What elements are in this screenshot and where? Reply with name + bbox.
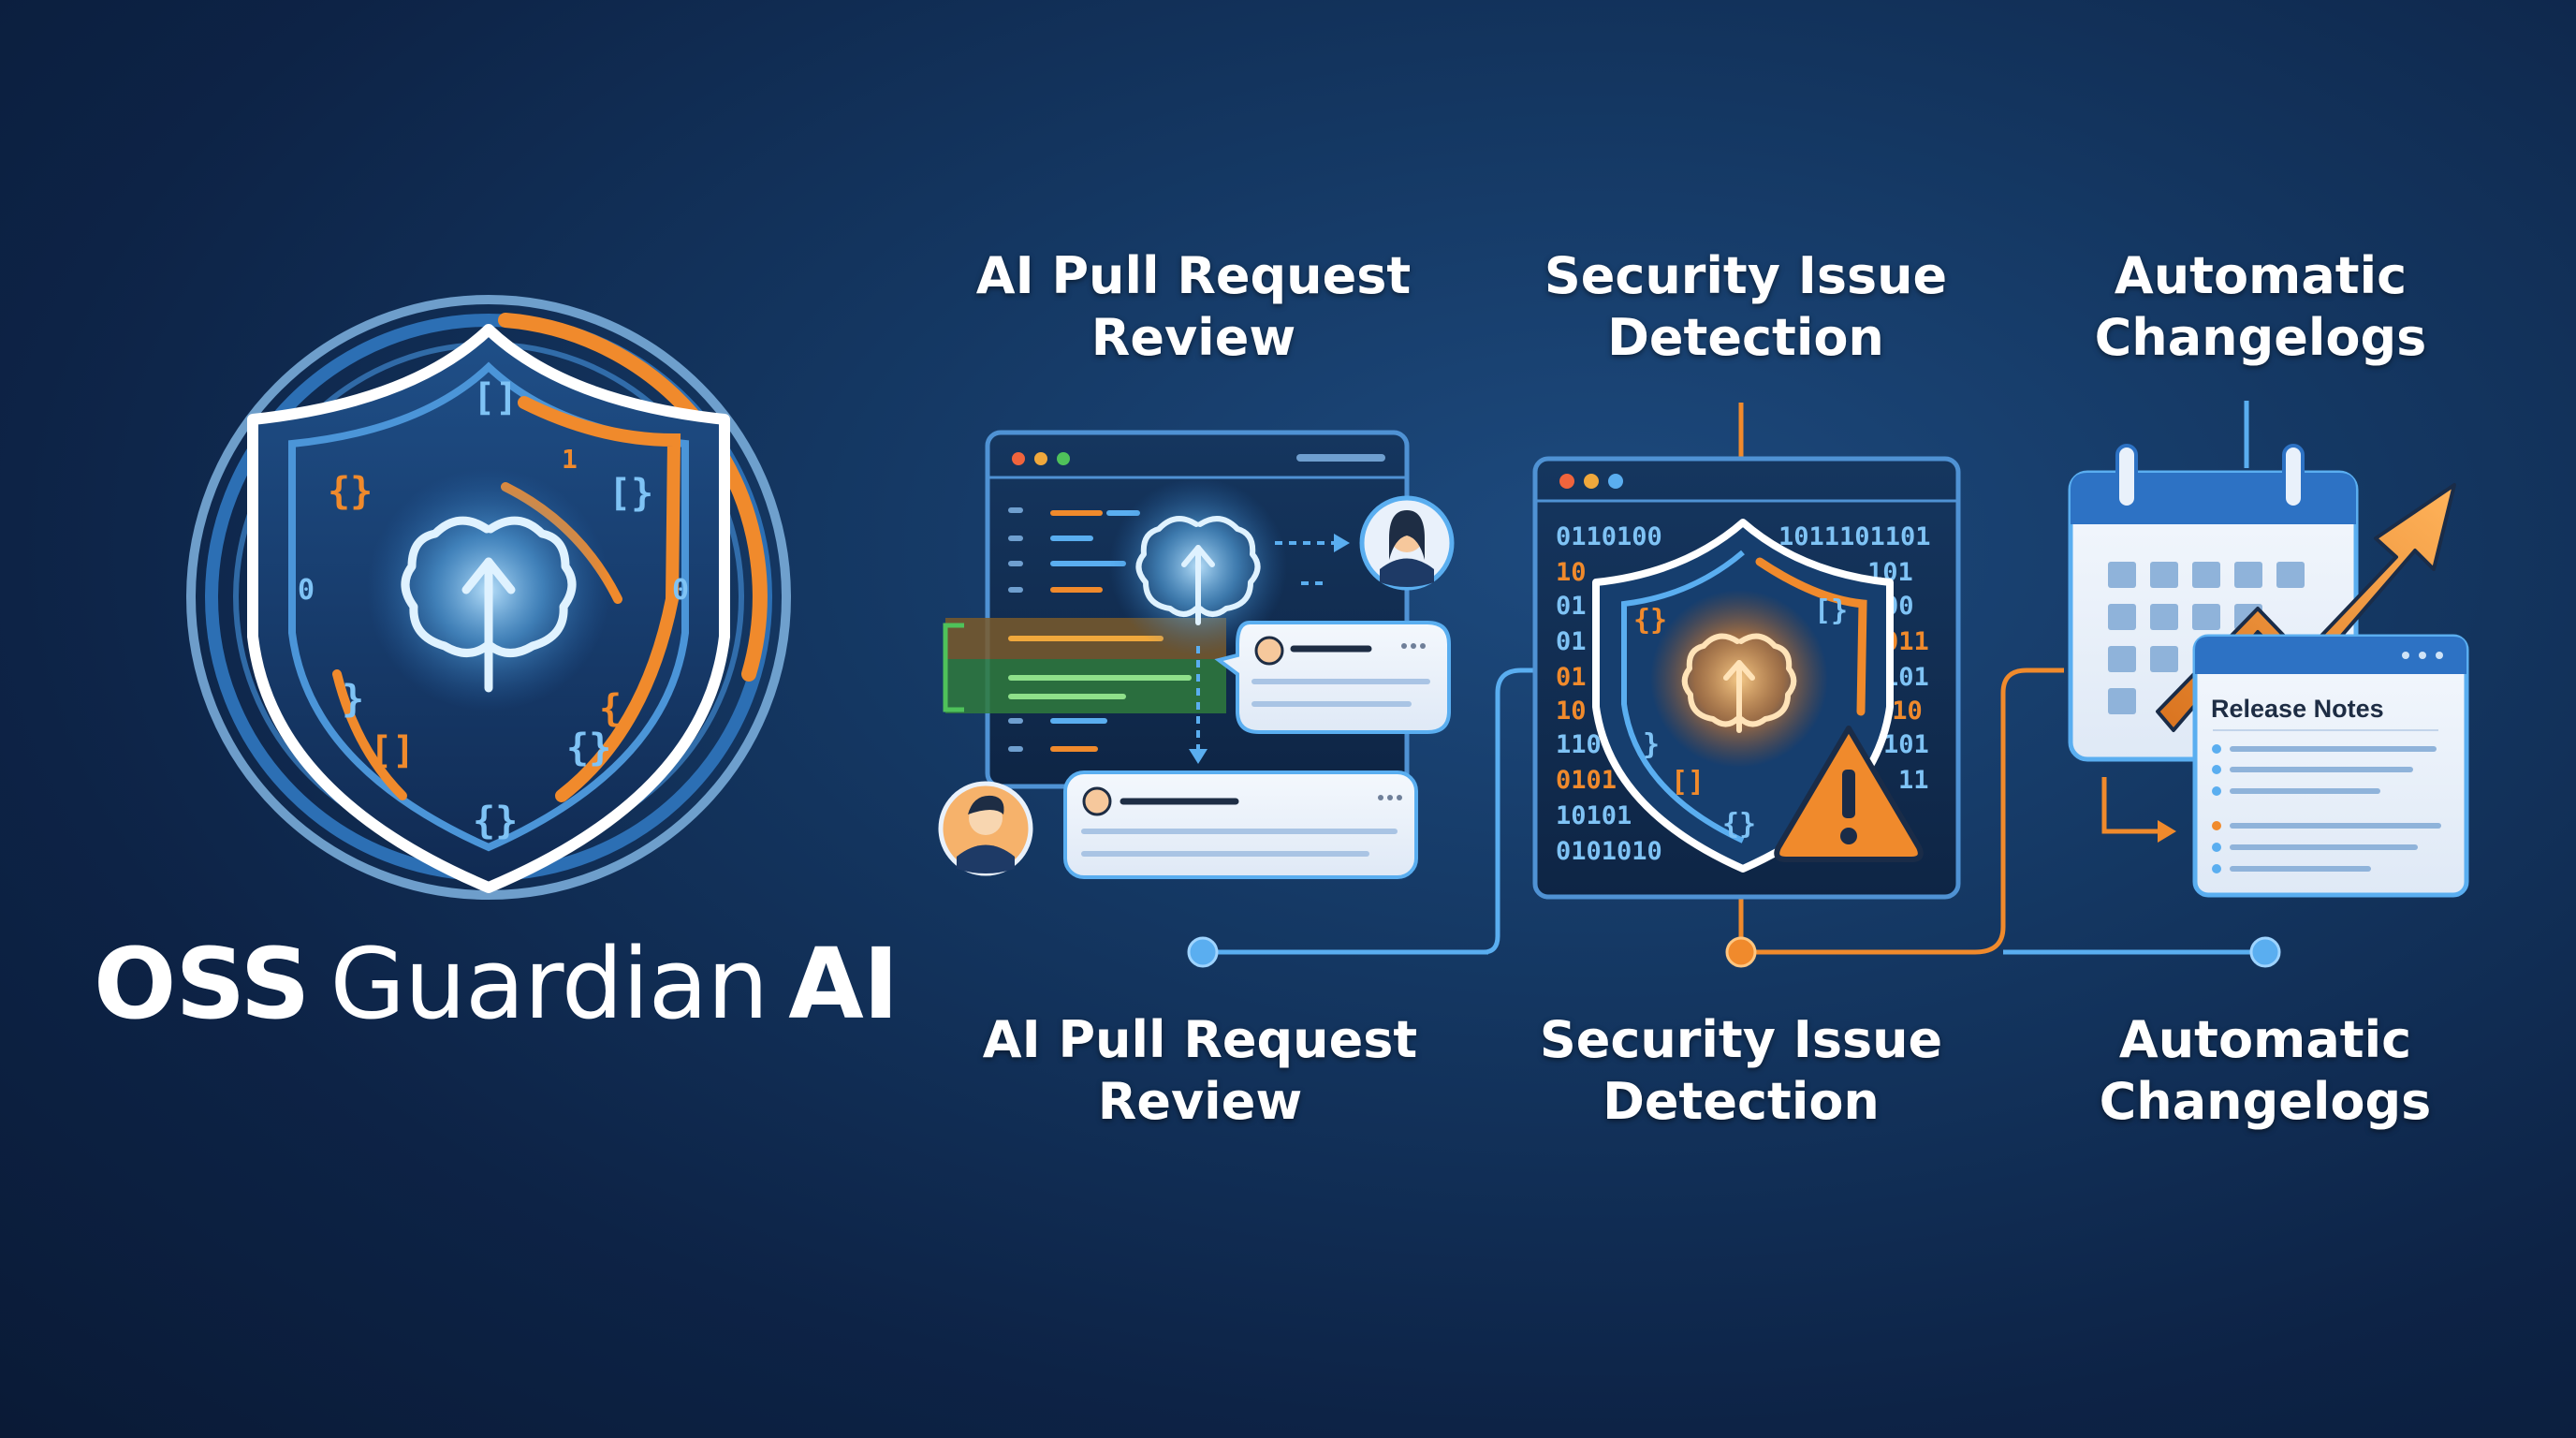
binary-code-text: 0101010 bbox=[1556, 837, 1662, 866]
svg-text:{}: {} bbox=[1633, 604, 1667, 637]
feature-label-security: Security Issue Detection bbox=[1539, 1010, 1943, 1131]
svg-text:{}: {} bbox=[566, 726, 611, 770]
avatar-icon bbox=[1359, 495, 1455, 591]
svg-text:}: } bbox=[342, 678, 364, 721]
feature-title-security: Security Issue Detection bbox=[1544, 246, 1948, 367]
binary-code-text: 10 bbox=[1556, 558, 1587, 587]
timeline-nodes bbox=[1187, 936, 2281, 968]
binary-code-text: 110 bbox=[1556, 730, 1602, 759]
binary-code-text: 0101 bbox=[1556, 766, 1617, 795]
changelog-illustration bbox=[2068, 444, 2469, 898]
release-notes-label: Release Notes bbox=[2211, 695, 2384, 723]
brand-part-ai: AI bbox=[788, 927, 899, 1041]
svg-text:{}: {} bbox=[328, 470, 373, 513]
svg-text:0: 0 bbox=[672, 574, 689, 607]
svg-text:[]: [] bbox=[473, 376, 518, 419]
timeline-connectors bbox=[1203, 401, 2265, 955]
binary-code-text: 01 bbox=[1556, 663, 1587, 692]
svg-text:[}: [} bbox=[1814, 594, 1848, 627]
pr-review-illustration bbox=[938, 430, 1455, 879]
feature-title-pr-review: AI Pull Request Review bbox=[975, 246, 1412, 367]
svg-text:[]: [] bbox=[1671, 766, 1705, 799]
binary-code-text: 10 bbox=[1556, 697, 1587, 726]
svg-text:{: { bbox=[599, 687, 622, 730]
feature-label-pr-review: AI Pull Request Review bbox=[982, 1010, 1418, 1131]
svg-text:}: } bbox=[1643, 728, 1660, 761]
svg-text:0: 0 bbox=[298, 574, 315, 607]
feature-title-changelogs: Automatic Changelogs bbox=[2094, 246, 2427, 367]
svg-text:1: 1 bbox=[562, 444, 578, 475]
brand-part-guardian: Guardian bbox=[329, 927, 769, 1041]
svg-text:{}: {} bbox=[473, 800, 518, 843]
svg-text:[}: [} bbox=[608, 472, 653, 515]
chat-bubble-icon bbox=[1214, 621, 1451, 734]
feature-label-changelogs: Automatic Changelogs bbox=[2099, 1010, 2432, 1131]
binary-code-text: 101 bbox=[1883, 730, 1929, 759]
binary-code-text: 0110100 bbox=[1556, 522, 1662, 551]
binary-code-text: 11 bbox=[1898, 766, 1929, 795]
binary-code-text: 01 bbox=[1556, 627, 1587, 656]
brand-part-oss: OSS bbox=[94, 927, 311, 1041]
binary-code-text: 01 bbox=[1556, 592, 1587, 621]
brain-icon bbox=[401, 516, 577, 693]
logo-emblem: {} [] [} [] {} {} { } 0 0 1 bbox=[186, 295, 791, 900]
warning-icon bbox=[1774, 726, 1924, 862]
binary-code-text: 1011101101 bbox=[1778, 522, 1931, 551]
binary-code-text: 10101 bbox=[1556, 801, 1632, 830]
svg-text:[]: [] bbox=[370, 729, 415, 772]
svg-text:{}: {} bbox=[1722, 808, 1756, 841]
